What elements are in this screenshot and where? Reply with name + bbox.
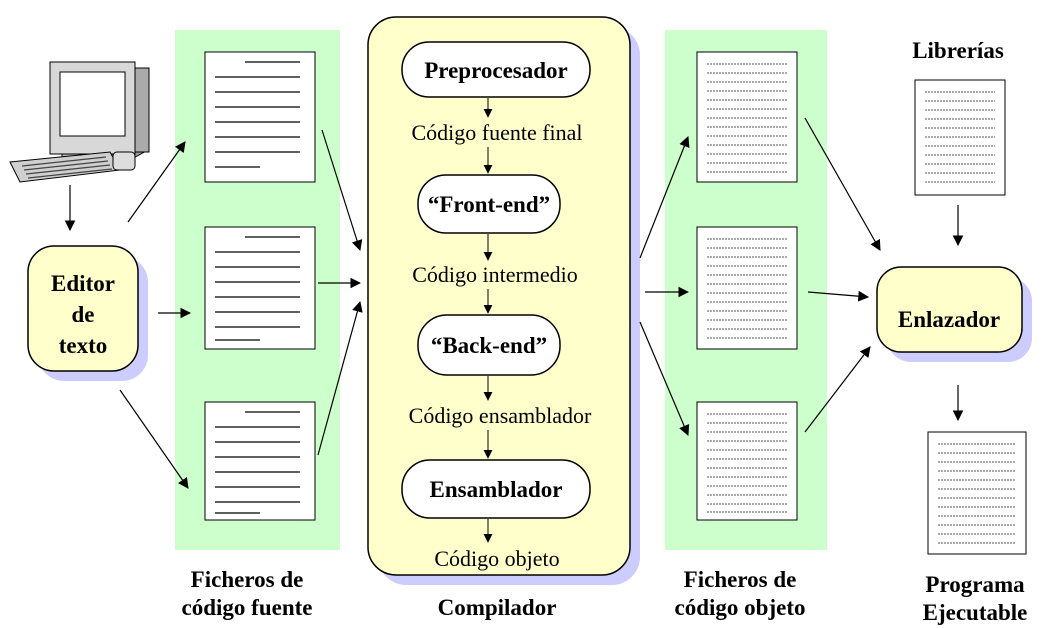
editor-label-line1: Editor xyxy=(51,271,115,296)
executable-file xyxy=(927,431,1027,555)
preprocessor-stage xyxy=(401,41,591,98)
final-source-label: Código fuente final xyxy=(411,120,582,145)
preprocessor-label: Preprocesador xyxy=(424,58,568,83)
assembler-stage xyxy=(401,459,591,519)
library-file xyxy=(914,79,1006,196)
frontend-stage xyxy=(417,174,561,234)
frontend-label: “Front-end” xyxy=(428,192,550,217)
object-files-caption-line2: código objeto xyxy=(675,595,806,620)
executable-caption-line1: Programa xyxy=(925,572,1025,597)
assembler-label: Ensamblador xyxy=(430,477,563,502)
assembly-label: Código ensamblador xyxy=(409,403,592,428)
backend-label: “Back-end” xyxy=(431,333,547,358)
object-file-2 xyxy=(696,226,798,350)
executable-caption-line2: Ejecutable xyxy=(923,600,1028,625)
object-code-label: Código objeto xyxy=(434,546,559,571)
object-file-3 xyxy=(696,401,798,521)
editor-label-line3: texto xyxy=(59,333,108,358)
editor-box xyxy=(27,245,139,372)
compiler-box xyxy=(367,16,631,576)
source-files-caption-line1: Ficheros de xyxy=(191,567,304,592)
computer-icon xyxy=(9,61,150,183)
intermediate-label: Código intermedio xyxy=(412,262,578,287)
backend-stage xyxy=(417,314,561,376)
linker-box xyxy=(876,266,1023,353)
source-file-1 xyxy=(204,51,316,183)
object-file-1 xyxy=(696,51,798,183)
source-files-caption-line2: código fuente xyxy=(182,595,313,620)
compiler-caption: Compilador xyxy=(438,595,557,620)
libraries-label: Librerías xyxy=(912,38,1004,63)
main-flow-arrows xyxy=(64,117,964,489)
source-file-2 xyxy=(204,226,316,350)
linker-label: Enlazador xyxy=(898,307,1000,332)
source-file-3 xyxy=(204,401,316,521)
object-files-caption-line1: Ficheros de xyxy=(684,567,797,592)
editor-label-line2: de xyxy=(72,302,95,327)
